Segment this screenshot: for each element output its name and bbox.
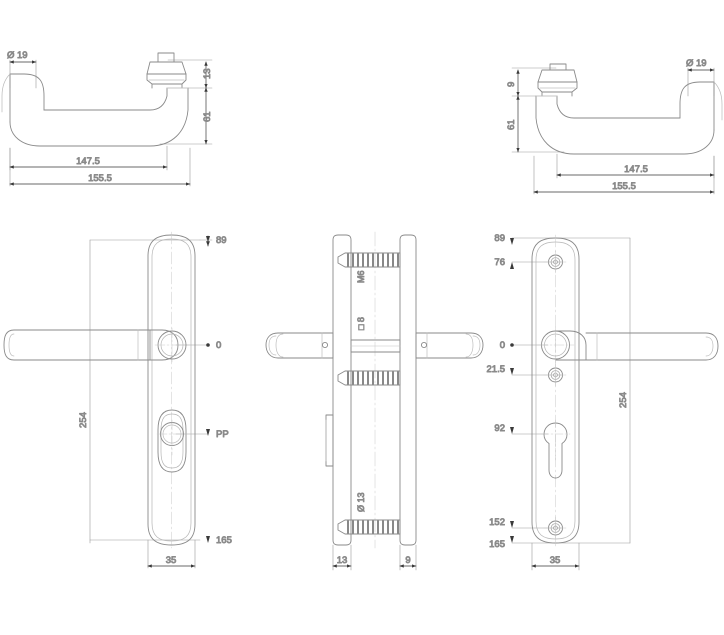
lever-grub-screw-right: [420, 341, 428, 349]
lever-upper-profile: [43, 87, 168, 111]
dim-label-254-bottomright: 254: [618, 392, 629, 408]
dim-label-0-bottomleft: 0: [216, 340, 221, 351]
lever-body-front: [3, 329, 151, 361]
section-left-plate: [332, 234, 352, 546]
rose-spindle-boss-r: [549, 63, 567, 71]
dim-label-m6-bottomcenter: M6: [356, 270, 366, 283]
fixing-screw-top: [337, 252, 401, 268]
view-top-left: Ø 19 13 61 147.5: [1, 50, 213, 187]
view-bottom-right: 89 76 0 21.5 92 152 165 254 35: [486, 233, 719, 571]
dim-label-155-5-topleft: 155.5: [88, 173, 112, 184]
cylinder-escutcheon-inner: [160, 413, 184, 469]
view-bottom-center: M6 □ 8 Ø 13: [265, 231, 484, 571]
dim-label-pp-bottomleft: PP: [216, 429, 229, 440]
dim-label-dia19-topright: Ø 19: [686, 58, 707, 69]
fixing-screw-bottom: [337, 519, 401, 535]
spindle-bar: [350, 339, 401, 353]
dim-label-76-bottomright: 76: [494, 257, 505, 268]
rose-collar: [146, 73, 187, 85]
dim-label-9-topright: 9: [506, 82, 517, 87]
lever-grub-screw-left: [321, 341, 329, 349]
rose-spindle-boss: [157, 52, 175, 63]
dim-label-165-bottomleft: 165: [216, 535, 232, 546]
section-lever-left: [265, 332, 334, 359]
dim-label-13-topleft: 13: [202, 68, 213, 79]
dim-label-152-bottomright: 152: [489, 517, 505, 528]
dim-label-147-5-topright: 147.5: [624, 164, 648, 175]
dim-label-9-bottomcenter: 9: [405, 555, 410, 566]
dim-label-dia13-bottomcenter: Ø 13: [356, 492, 366, 512]
view-top-right: Ø 19 9 61 147.5: [506, 58, 723, 195]
backplate-outline-rear: [531, 237, 580, 544]
section-right-plate: [399, 234, 417, 546]
cylinder-escutcheon-outer: [157, 409, 187, 473]
lever-neck-rear: [555, 330, 587, 361]
dim-label-35-bottomright: 35: [550, 555, 561, 566]
rose-collar-r: [537, 81, 578, 93]
dim-label-21-5-bottomright: 21.5: [487, 364, 506, 375]
backplate-inner-edge: [151, 238, 192, 542]
dim-label-92-bottomright: 92: [494, 423, 505, 434]
dim-label-165-bottomright: 165: [489, 539, 505, 550]
fixing-screw-middle: [337, 370, 401, 386]
backplate-outline: [147, 234, 196, 546]
euro-cylinder-keyhole: [543, 422, 568, 479]
dim-label-61-topright: 61: [506, 119, 517, 130]
view-bottom-left: 89 0 PP 165 254 35: [3, 231, 232, 569]
backplate-inner-edge-rear: [535, 241, 576, 540]
dim-label-89-bottomleft: 89: [216, 235, 227, 246]
dim-label-35-bottomleft: 35: [166, 555, 177, 566]
lever-lower-profile: [9, 87, 189, 147]
lever-body-rear: [585, 332, 719, 361]
lever-upper-profile-r: [556, 95, 681, 119]
dim-label-13-bottomcenter: 13: [337, 555, 348, 566]
dim-label-0-bottomright: 0: [500, 340, 505, 351]
dim-label-dia19-topleft: Ø 19: [7, 50, 28, 61]
datum-zero-marker: [206, 343, 210, 347]
lever-lower-profile-r: [535, 95, 715, 155]
dim-label-89-bottomright: 89: [494, 233, 505, 244]
section-lever-right: [415, 332, 484, 359]
dim-label-254-bottomleft: 254: [78, 412, 89, 428]
dim-label-155-5-topright: 155.5: [612, 181, 636, 192]
dim-label-sq8-bottomcenter: □ 8: [356, 317, 366, 330]
dim-label-147-5-topleft: 147.5: [76, 156, 100, 167]
dim-label-61-topleft: 61: [202, 111, 213, 122]
datum-zero-marker-rear: [510, 343, 514, 347]
